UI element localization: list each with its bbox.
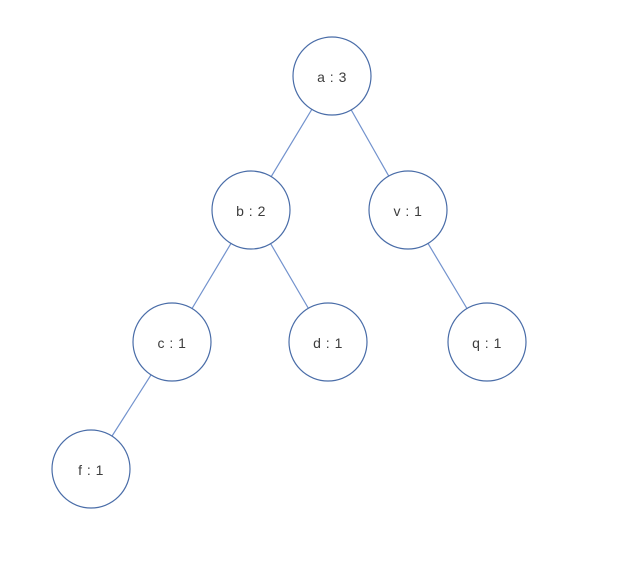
- node-label-c: c : 1: [158, 335, 187, 351]
- tree-node-b[interactable]: b : 2: [211, 170, 291, 250]
- node-circle-b[interactable]: [211, 170, 291, 250]
- tree-node-a[interactable]: a : 3: [292, 36, 372, 116]
- node-circle-c[interactable]: [132, 302, 212, 382]
- node-circle-q[interactable]: [447, 302, 527, 382]
- node-circle-a[interactable]: [292, 36, 372, 116]
- node-label-b: b : 2: [236, 203, 266, 219]
- node-circle-v[interactable]: [368, 170, 448, 250]
- node-label-a: a : 3: [317, 69, 347, 85]
- tree-node-v[interactable]: v : 1: [368, 170, 448, 250]
- node-circle-d[interactable]: [288, 302, 368, 382]
- tree-node-c[interactable]: c : 1: [132, 302, 212, 382]
- node-label-d: d : 1: [313, 335, 343, 351]
- tree-node-d[interactable]: d : 1: [288, 302, 368, 382]
- tree-node-f[interactable]: f : 1: [51, 429, 131, 509]
- tree-node-q[interactable]: q : 1: [447, 302, 527, 382]
- node-label-q: q : 1: [472, 335, 502, 351]
- node-label-v: v : 1: [394, 203, 423, 219]
- node-label-f: f : 1: [78, 462, 104, 478]
- node-circle-f[interactable]: [51, 429, 131, 509]
